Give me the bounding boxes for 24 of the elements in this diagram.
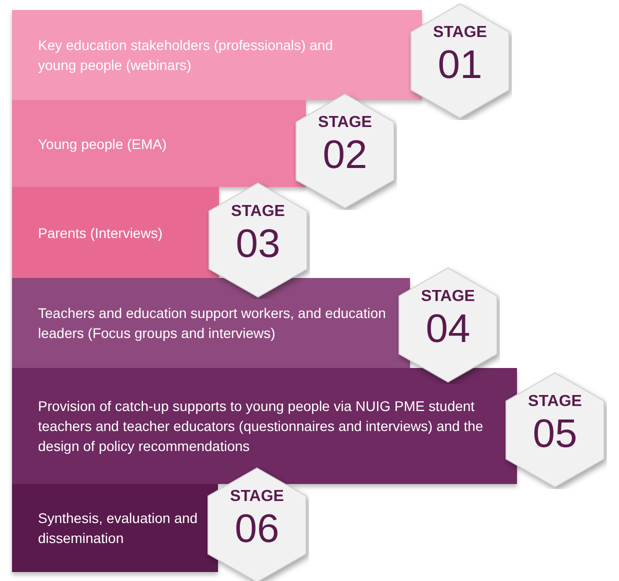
stage-number: 03 — [234, 221, 282, 267]
stage-band — [12, 187, 219, 278]
stage-band — [12, 10, 422, 100]
stage-label: STAGE — [527, 393, 583, 411]
stage-description: Synthesis, evaluation and dissemination — [38, 509, 198, 548]
stage-number: 04 — [424, 306, 472, 352]
stage-description: Teachers and education support workers, and education leaders (Focus groups and interviews) — [38, 304, 387, 343]
stage-number: 01 — [436, 42, 484, 88]
stage-label: STAGE — [432, 24, 488, 42]
stage-number: 02 — [322, 132, 368, 178]
stage-band — [12, 278, 410, 368]
stage-description: Young people (EMA) — [38, 134, 168, 154]
stage-label: STAGE — [420, 288, 476, 306]
stage-label: STAGE — [230, 203, 286, 221]
stage-number: 06 — [234, 506, 280, 552]
stage-label: STAGE — [229, 488, 285, 506]
stage-description: Parents (Interviews) — [38, 224, 164, 242]
stage-band — [12, 484, 218, 572]
stage-band — [12, 100, 306, 187]
stage-label: STAGE — [317, 114, 373, 132]
stage-description: Provision of catch-up supports to young people via NUIG PME student teachers and teacher educators (questionnaires and interviews) and the design of policy recommendations — [38, 397, 484, 456]
stage-description: Key education stakeholders (professionals) and young people (webinars) — [38, 36, 334, 75]
stage-band — [12, 368, 517, 484]
stage-number: 05 — [532, 411, 578, 457]
